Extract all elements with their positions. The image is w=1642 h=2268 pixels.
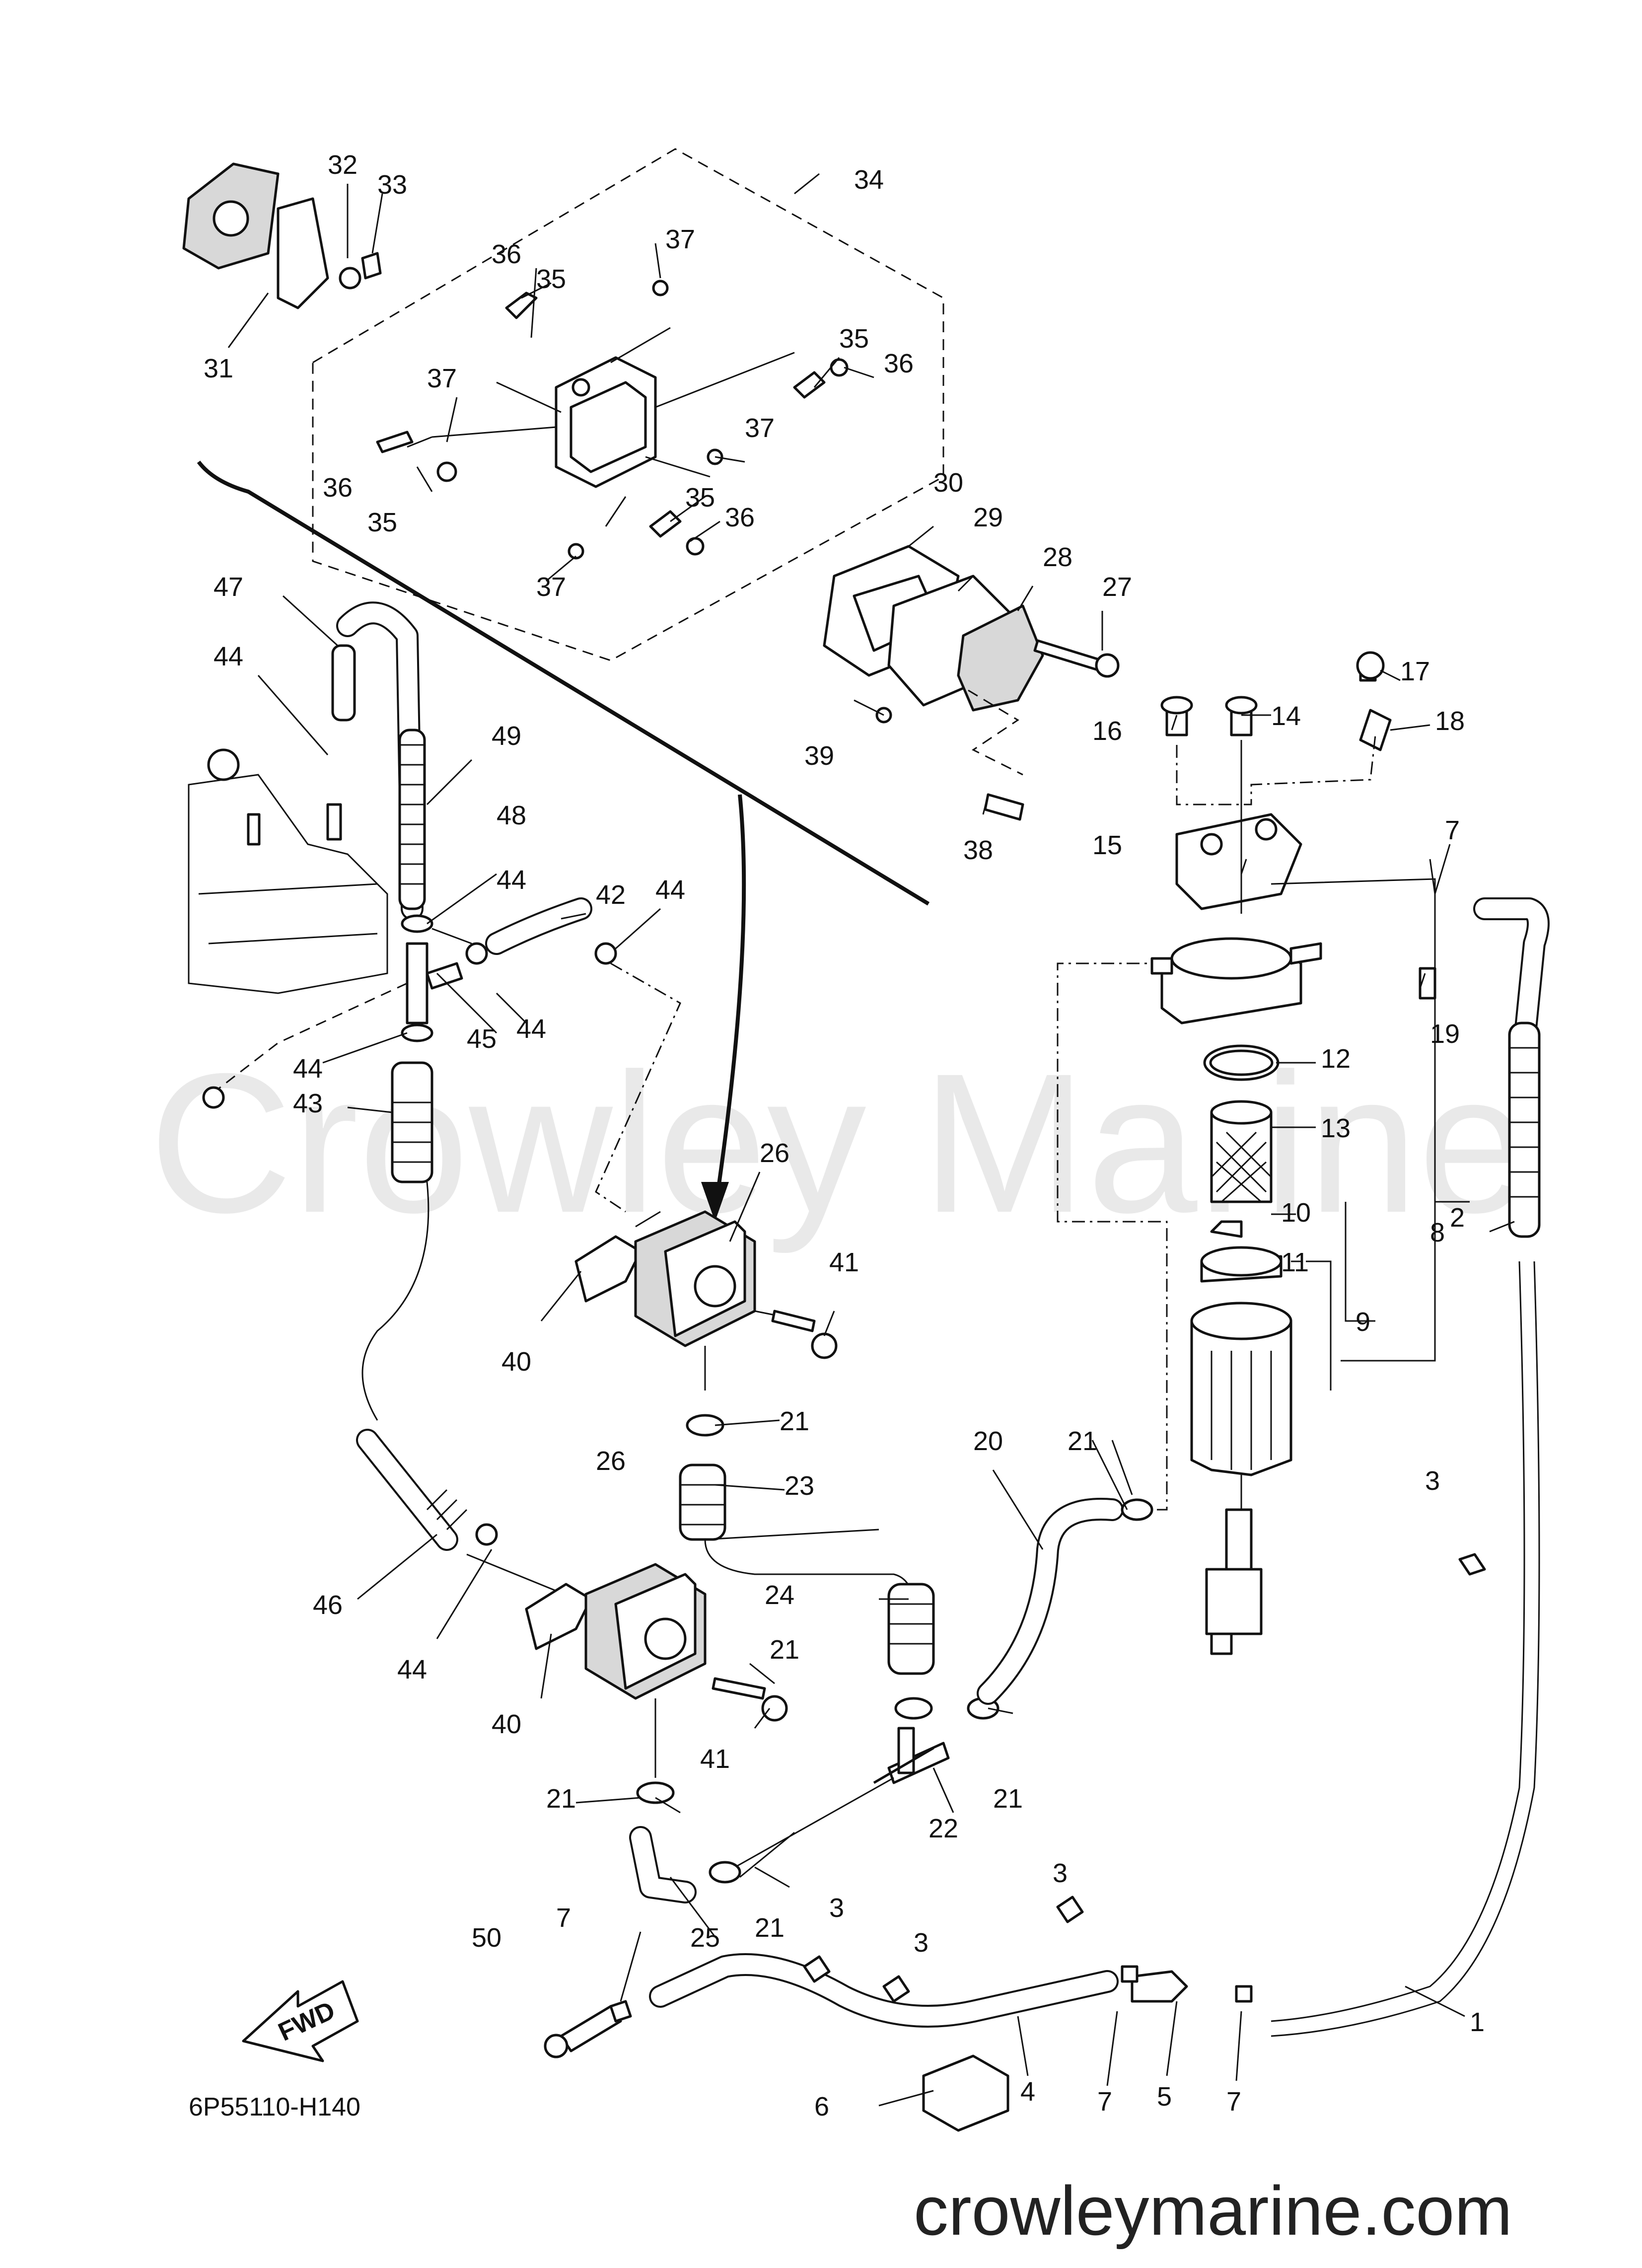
callout-21c: 21: [770, 1635, 799, 1665]
callout-40a: 40: [501, 1347, 531, 1377]
callout-26a: 26: [760, 1138, 789, 1168]
tee-and-hoses-left: [356, 897, 681, 1610]
callout-18: 18: [1435, 706, 1465, 736]
callout-6: 6: [814, 2092, 829, 2122]
callout-26b: 26: [596, 1446, 626, 1476]
callout-11: 11: [1281, 1247, 1309, 1277]
callout-44f: 44: [397, 1655, 427, 1684]
callout-37c: 37: [745, 413, 775, 443]
callout-28: 28: [1043, 542, 1072, 572]
callout-24: 24: [765, 1580, 794, 1610]
callout-44e: 44: [293, 1054, 323, 1084]
website-footer: crowleymarine.com: [914, 2172, 1512, 2250]
callout-15: 15: [1092, 830, 1122, 860]
callout-35b: 35: [839, 324, 869, 354]
callout-7d: 7: [1445, 815, 1460, 845]
callout-27: 27: [1102, 572, 1132, 602]
callout-19: 19: [1430, 1019, 1460, 1049]
callout-36a: 36: [492, 239, 521, 269]
callout-16: 16: [1092, 716, 1122, 746]
callout-7a: 7: [1097, 2087, 1112, 2117]
callout-3c: 3: [829, 1893, 844, 1923]
callout-36d: 36: [725, 503, 755, 532]
callout-21b: 21: [780, 1406, 809, 1436]
callout-30: 30: [933, 468, 963, 498]
callout-37a: 37: [665, 224, 695, 254]
callout-3a: 3: [1425, 1466, 1440, 1496]
callout-21a: 21: [1068, 1426, 1097, 1456]
callout-43: 43: [293, 1089, 323, 1118]
callout-44c: 44: [655, 875, 685, 905]
callout-23: 23: [785, 1471, 814, 1501]
callout-5: 5: [1157, 2082, 1172, 2112]
fuel-pump-lower: [525, 1563, 788, 1903]
callout-29: 29: [973, 503, 1003, 532]
callout-49: 49: [492, 721, 521, 751]
callout-37b: 37: [427, 364, 457, 393]
callout-44d: 44: [516, 1014, 546, 1044]
diagram-code: 6P55110-H140: [189, 2093, 360, 2122]
vent-hose: [331, 601, 426, 920]
callout-20: 20: [973, 1426, 1003, 1456]
callout-8: 8: [1430, 1218, 1445, 1247]
callout-40b: 40: [492, 1709, 521, 1739]
callout-3d: 3: [914, 1928, 928, 1958]
leader-lines: [227, 173, 1515, 2107]
fwd-arrow: FWD: [242, 1980, 359, 2062]
callout-22: 22: [928, 1814, 958, 1843]
callout-3b: 3: [1053, 1858, 1068, 1888]
callout-25: 25: [690, 1923, 720, 1953]
fuel-pump-kit-inset: [182, 148, 1120, 1222]
callout-17: 17: [1400, 657, 1430, 686]
callout-21e: 21: [546, 1784, 576, 1814]
callout-37d: 37: [536, 572, 566, 602]
callout-46: 46: [313, 1590, 343, 1620]
callout-50: 50: [472, 1923, 501, 1953]
callout-44b: 44: [497, 865, 526, 895]
callout-47: 47: [214, 572, 243, 602]
callout-21f: 21: [755, 1913, 785, 1943]
callout-2: 2: [1450, 1203, 1465, 1233]
callout-41b: 41: [700, 1744, 730, 1774]
pump-link-hose: [679, 1463, 935, 1720]
fuel-filter-assembly: [1150, 651, 1436, 1655]
callout-9: 9: [1356, 1307, 1370, 1337]
callout-21d: 21: [993, 1784, 1023, 1814]
callout-33: 33: [377, 170, 407, 200]
callout-13: 13: [1321, 1113, 1351, 1143]
callout-34: 34: [854, 165, 884, 195]
callout-7c: 7: [556, 1903, 571, 1933]
callout-labels: 1 2 3 3 3 3 4 5 6 7 7 7 7 8 9 10 11 12 1…: [204, 150, 1485, 2122]
callout-45: 45: [467, 1024, 497, 1054]
callout-14: 14: [1271, 701, 1301, 731]
fuel-hoses-right: [544, 897, 1550, 2132]
callout-4: 4: [1020, 2077, 1035, 2107]
callout-38: 38: [963, 835, 993, 865]
callout-35d: 35: [685, 483, 715, 512]
powerhead-outline: [188, 748, 408, 1109]
callout-1: 1: [1470, 2007, 1485, 2037]
watermark: Crowley Marine: [149, 1032, 1529, 1255]
callout-35a: 35: [536, 264, 566, 294]
callout-36c: 36: [323, 473, 353, 503]
callout-42: 42: [596, 880, 626, 910]
callout-44a: 44: [214, 642, 243, 671]
callout-48: 48: [497, 801, 526, 830]
callout-41a: 41: [829, 1247, 859, 1277]
callout-10: 10: [1281, 1198, 1311, 1228]
callout-39: 39: [804, 741, 834, 771]
callout-31: 31: [204, 354, 233, 383]
callout-36b: 36: [884, 349, 914, 378]
callout-32: 32: [328, 150, 357, 180]
callout-7b: 7: [1226, 2087, 1241, 2117]
fuel-pump-upper: [574, 1210, 838, 1437]
callout-35c: 35: [367, 508, 397, 537]
tee-and-hose-20: [709, 962, 1168, 1884]
callout-12: 12: [1321, 1044, 1351, 1074]
